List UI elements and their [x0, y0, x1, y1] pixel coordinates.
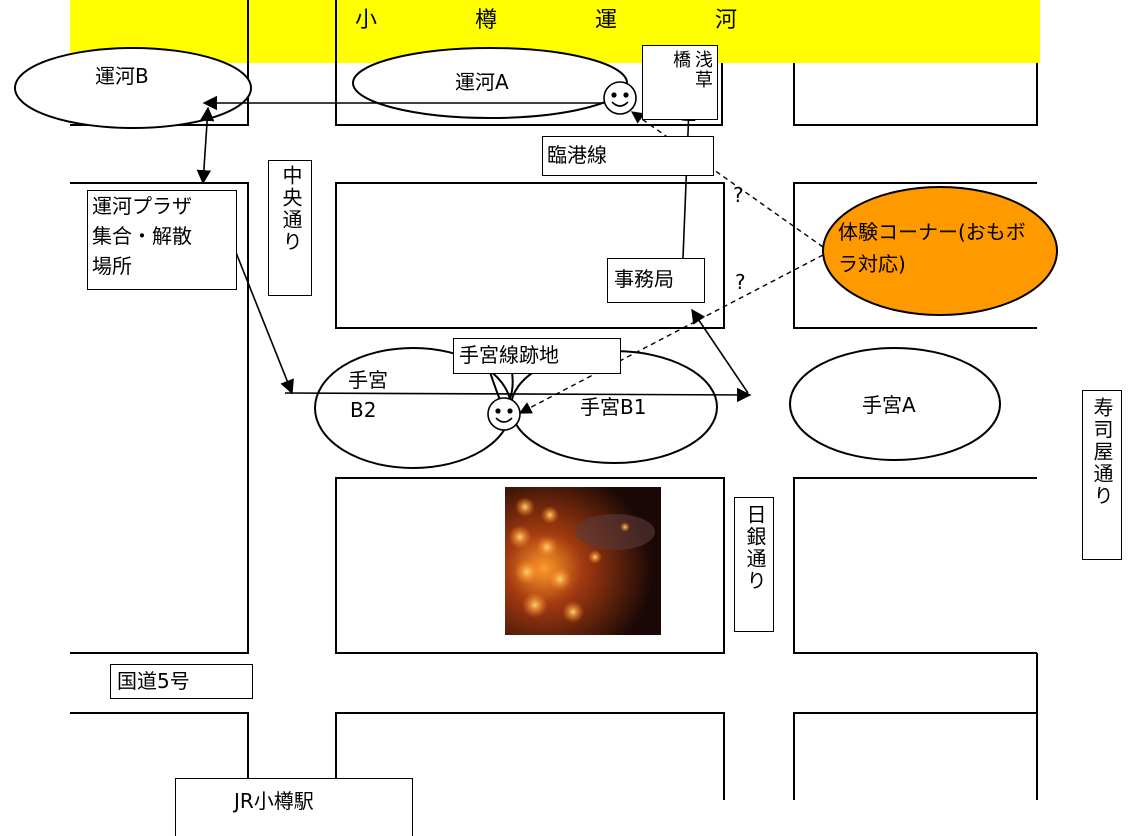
arrow-jimukyoku-asakusa: [681, 106, 696, 259]
block-bottom-center: [335, 712, 725, 800]
plaza-box: 運河プラザ 集合・解散 場所: [87, 190, 237, 290]
label-plaza-1: 運河プラザ: [92, 194, 192, 218]
jr-station-box: JR小樽駅: [175, 778, 413, 836]
street-sushiya-label: 寿司屋通り: [1090, 397, 1114, 507]
label-plaza-3: 場所: [92, 254, 132, 278]
experience-corner-label: 体験コーナー(おもボラ対応): [838, 220, 1026, 276]
street-nichigin: 日銀通り: [734, 497, 774, 632]
block-center: [335, 182, 725, 329]
block-top-center: [335, 0, 723, 126]
city-blocks: [70, 0, 1038, 800]
block-bottom-right: [793, 712, 1038, 800]
arrow-unga-b-plaza: [196, 106, 215, 185]
jimukyoku-box: 事務局: [607, 258, 705, 303]
label-temiya-b2-1: 手宮: [348, 368, 388, 392]
label-temiya-a: 手宮A: [862, 393, 916, 417]
block-left: [70, 182, 249, 654]
label-unga-b: 運河B: [95, 64, 149, 88]
label-jimukyoku: 事務局: [614, 267, 674, 291]
block-lower-right: [793, 477, 1037, 654]
street-sushiya: 寿司屋通り: [1082, 390, 1122, 560]
street-chuo: 中央通り: [268, 160, 312, 296]
street-kokudo-label: 国道5号: [117, 669, 190, 693]
temiya-line-ruins-box: 手宮線跡地: [453, 338, 621, 374]
arrow-to-jimukyoku: [691, 308, 749, 394]
label-unga-a: 運河A: [455, 70, 509, 94]
dashed-arrow-to-canal: [630, 111, 824, 248]
map-title: 小 樽 運 河: [354, 8, 775, 33]
label-bridge: 橋: [670, 50, 691, 70]
smiley-icon: [603, 81, 637, 115]
label-plaza-2: 集合・解散: [92, 224, 192, 248]
block-top-right: [793, 63, 1038, 126]
ellipse-temiya-a: [789, 347, 1001, 461]
label-temiya-line-ruins: 手宮線跡地: [459, 343, 559, 367]
street-chuo-label: 中央通り: [279, 165, 303, 253]
street-nichigin-label: 日銀通り: [743, 504, 767, 592]
smiley-icon: [487, 397, 521, 431]
block-right: [793, 182, 1037, 329]
asakusa-bridge-box: 浅草 橋: [642, 45, 718, 120]
dashed-arrow-to-temiya: [518, 254, 824, 414]
question-mark-2: ?: [735, 270, 746, 294]
block-lower-center: [335, 477, 725, 654]
label-temiya-b1: 手宮B1: [580, 395, 647, 419]
street-kokudo: 国道5号: [110, 664, 253, 699]
label-jr-station: JR小樽駅: [234, 789, 314, 813]
label-temiya-b2-2: B2: [350, 398, 377, 422]
experience-corner-ellipse: [822, 186, 1058, 316]
street-rinko-label: 臨港線: [547, 143, 607, 167]
snow-lantern-photo: [505, 487, 661, 635]
arrow-temiya-line: [284, 387, 752, 403]
ellipse-unga-b: [14, 47, 252, 129]
street-rinko: 臨港線: [542, 136, 714, 176]
label-asakusa: 浅草: [692, 50, 713, 90]
arrow-plaza-temiya: [232, 244, 294, 395]
question-mark-1: ?: [733, 183, 744, 207]
block-bottom-left: [70, 712, 249, 780]
